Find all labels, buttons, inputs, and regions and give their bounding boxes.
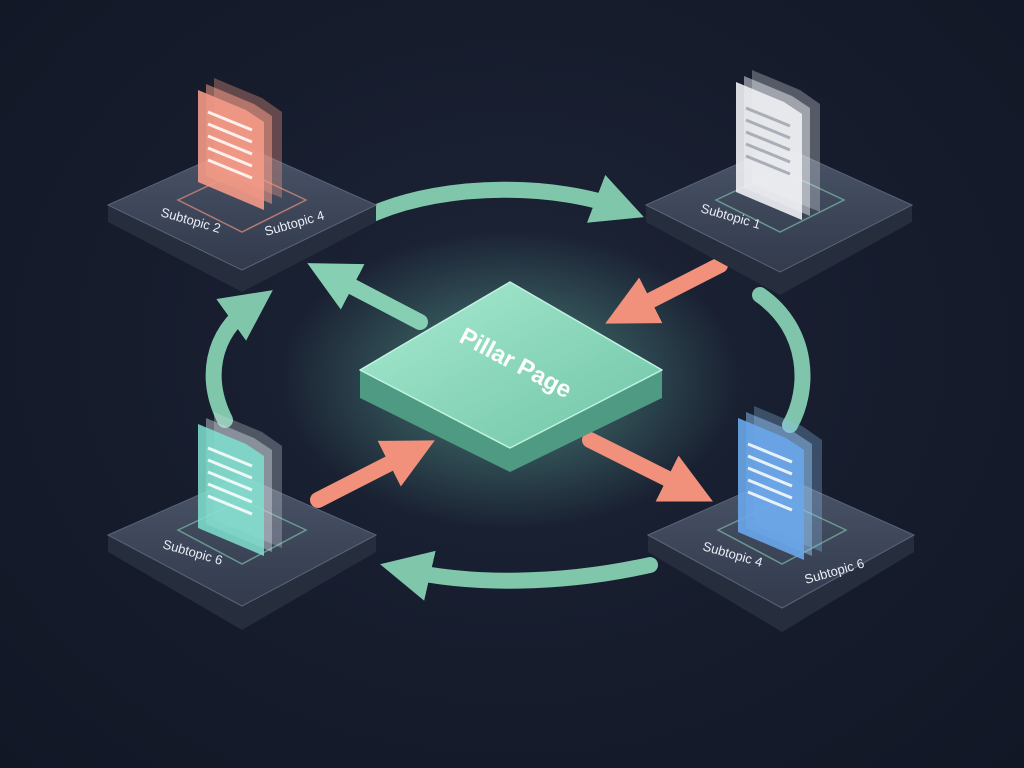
document-icon xyxy=(198,90,264,210)
node-bottom-right: Subtopic 4 Subtopic 6 xyxy=(646,406,916,632)
document-stack xyxy=(198,78,282,210)
spoke-arrow-to-top-left xyxy=(307,263,428,330)
spoke-arrow-from-top-right xyxy=(605,257,728,324)
document-stack xyxy=(736,70,820,220)
document-stack xyxy=(738,406,822,560)
tile-top xyxy=(106,144,378,271)
spoke-arrows xyxy=(307,257,728,508)
document-icon xyxy=(198,424,264,556)
document-icon xyxy=(736,82,802,220)
cycle-arrow-right xyxy=(752,287,811,433)
document-stack xyxy=(198,412,282,556)
pillar-top xyxy=(359,281,663,449)
node-top-right: Subtopic 1 xyxy=(644,70,914,295)
spoke-arrow-from-bottom-left xyxy=(310,440,435,508)
cycle-arrow-bottom xyxy=(380,550,658,601)
spoke-arrow-to-bottom-right xyxy=(582,432,713,502)
cycle-arrow-left xyxy=(205,290,273,428)
cycle-arrows xyxy=(205,174,811,601)
node-top-left: Subtopic 2 Subtopic 4 xyxy=(106,78,378,292)
pillar-page-node: Pillar Page xyxy=(359,281,663,472)
node-bottom-left: Subtopic 6 xyxy=(106,412,378,630)
cycle-arrow-top xyxy=(362,174,644,223)
